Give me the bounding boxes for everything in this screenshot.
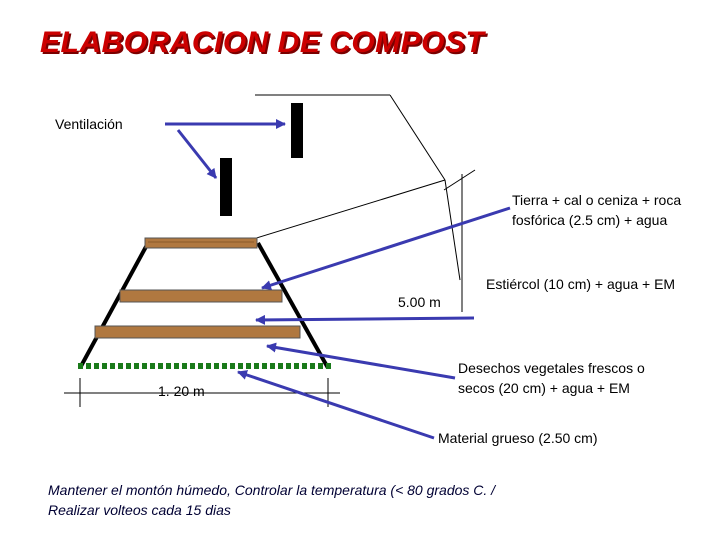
tierra-label: Tierra + cal o ceniza + roca fosfórica (…: [512, 192, 682, 228]
arrow-material: [237, 370, 435, 440]
ventilation-post-right: [291, 103, 303, 158]
width-label: 1. 20 m: [158, 383, 205, 399]
top-soil-layer: [144, 237, 258, 249]
pile-outline: [249, 94, 461, 281]
material-label: Material grueso (2.50 cm): [438, 430, 598, 446]
footer-line-2: Realizar volteos cada 15 dias: [48, 502, 231, 518]
pile-front: [78, 242, 330, 369]
arrow-estiercol: [255, 314, 475, 325]
height-label: 5.00 m: [398, 294, 441, 310]
height-dimension: [443, 169, 476, 312]
compost-layers: [78, 237, 332, 369]
manure-layer: [119, 289, 283, 303]
arrow-ventilation-left: [176, 129, 218, 179]
page-title: ELABORACION DE COMPOST: [40, 26, 485, 59]
estiercol-label: Estiércol (10 cm) + agua + EM: [486, 276, 676, 292]
vegetable-waste-layer: [94, 325, 301, 339]
footer-notes: Mantener el montón húmedo, Controlar la …: [48, 480, 688, 520]
arrow-desechos: [266, 342, 456, 380]
arrows: [165, 119, 511, 440]
footer-line-1: Mantener el montón húmedo, Controlar la …: [48, 482, 496, 498]
ventilation-label: Ventilación: [55, 116, 123, 132]
arrow-tierra: [261, 206, 511, 290]
ventilation-post-left: [220, 158, 232, 216]
desechos-label: Desechos vegetales frescos o secos (20 c…: [458, 360, 645, 396]
